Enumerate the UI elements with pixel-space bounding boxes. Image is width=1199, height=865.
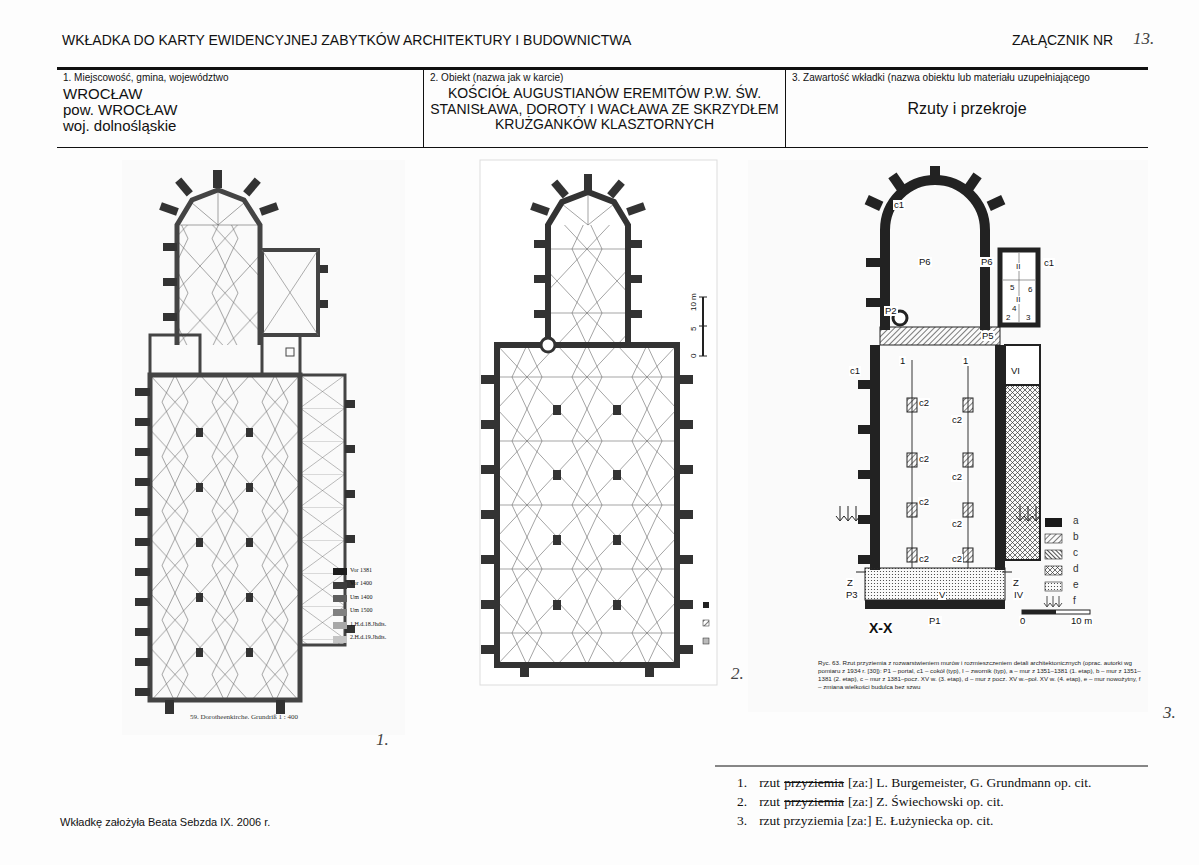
source-note: [za:] Z. Świechowski op. cit.: [848, 795, 1004, 810]
cell-value: pow. WROCŁAW: [63, 102, 417, 118]
plan-mark: c2: [951, 519, 963, 529]
table-cell: 1. Miejscowość, gmina, województwoWROCŁA…: [57, 68, 423, 148]
section-mark: X-X: [869, 621, 892, 635]
source-note: przyziemia: [784, 776, 844, 791]
plan-mark: VI: [1010, 366, 1021, 376]
detail-number: 3: [1026, 314, 1030, 322]
plan-mark: P1: [928, 616, 942, 626]
detail-number: II: [1016, 296, 1020, 304]
plan-mark: c2: [918, 398, 930, 408]
plan-mark: 1: [899, 356, 906, 366]
legend-swatch: [333, 609, 347, 616]
plan-mark: c2: [951, 554, 963, 564]
plan-mark: c2: [918, 497, 930, 507]
scale-mark: 5: [690, 327, 699, 331]
source-note: rzut przyziemia [za:] E. Łużyniecka op. …: [759, 814, 993, 829]
detail-number: 5: [1010, 284, 1014, 292]
table-cell: 3. Zawartość wkładki (nazwa obiektu lub …: [785, 68, 1148, 148]
source-note: 2.: [737, 795, 747, 810]
plan-mark: c1: [1043, 258, 1055, 268]
legend-text: 2.H.d.19.Jhdts.: [350, 634, 386, 640]
legend-text: f: [1073, 596, 1076, 606]
plan-mark: c1: [893, 200, 905, 210]
annex-label: ZAŁĄCZNIK NR: [1012, 33, 1113, 48]
source-note: [za:] L. Burgemeister, G. Grundmann op. …: [848, 776, 1091, 791]
handwritten-number: 13.: [1133, 30, 1154, 49]
legend-swatch: [333, 568, 347, 575]
legend-text: Vor 1400: [350, 580, 372, 586]
plan-mark: c1: [849, 366, 861, 376]
cell-heading: 1. Miejscowość, gmina, województwo: [63, 72, 417, 84]
legend-swatch: [1045, 518, 1062, 527]
table-cell: 2. Obiekt (nazwa jak w karcie) KOŚCIÓŁ AU…: [423, 68, 785, 148]
handwritten-number: 1.: [376, 731, 389, 750]
detail-number: 6: [1028, 286, 1032, 294]
plan-mark: 1: [962, 356, 969, 366]
plan-mark: 0: [1019, 616, 1026, 626]
cell-heading: 3. Zawartość wkładki (nazwa obiektu lub …: [792, 72, 1142, 84]
plan-mark: P6: [980, 257, 994, 267]
plan-mark: Z: [846, 578, 854, 588]
plan-mark: P3: [845, 590, 859, 600]
legend-text: Um 1500: [350, 607, 373, 613]
legend-text: 1.H.d.18.Jhdts.: [350, 621, 386, 627]
plan-mark: P5: [981, 331, 995, 341]
plan-caption: 59. Dorotheenkirche. Grundriß 1 : 400: [190, 714, 298, 722]
legend-text: Vor 1381: [350, 567, 372, 573]
plan-mark: P2: [884, 306, 898, 316]
plan-mark: c2: [918, 454, 930, 464]
plan-mark: c2: [951, 415, 963, 425]
plan-mark: V: [938, 590, 946, 600]
figure-caption: Ryc. 63. Rzut przyziemia z rozwarstwieni…: [818, 659, 1145, 691]
plan-mark: 10 m: [1070, 616, 1093, 626]
plan-mark: c2: [951, 472, 963, 482]
plan-mark: Z: [1012, 578, 1020, 588]
plan-mark: c2: [918, 554, 930, 564]
scale-mark: 0: [690, 354, 699, 358]
plan-mark: IV: [1013, 590, 1024, 600]
cell-value: WROCŁAW: [63, 86, 417, 102]
cell-value: KOŚCIÓŁ AUGUSTIANÓW EREMITÓW P.W. ŚW. ST…: [430, 86, 779, 133]
plan-mark: P6: [918, 257, 932, 267]
page-title: WKŁADKA DO KARTY EWIDENCYJNEJ ZABYTKÓW A…: [62, 33, 631, 48]
legend-text: Um 1400: [350, 594, 373, 600]
source-note: 3.: [737, 814, 747, 829]
legend-text: a: [1073, 516, 1079, 526]
cell-value: woj. dolnośląskie: [63, 118, 417, 134]
legend-text: d: [1073, 564, 1079, 574]
detail-number: 2: [1006, 314, 1010, 322]
scale-mark: 10 m: [690, 293, 699, 311]
handwritten-number: 2.: [731, 665, 744, 684]
cell-value: Rzuty i przekroje: [792, 100, 1142, 118]
author-note: Wkładkę założyła Beata Sebzda IX. 2006 r…: [60, 816, 270, 828]
source-note: 1.: [737, 776, 747, 791]
cell-heading: 2. Obiekt (nazwa jak w karcie): [430, 72, 779, 84]
handwritten-number: 3.: [1163, 704, 1176, 723]
legend-swatch: [333, 622, 347, 629]
legend-text: b: [1073, 532, 1079, 542]
legend-text: c: [1073, 548, 1078, 558]
source-note: rzut: [759, 776, 780, 791]
legend-swatch: [333, 636, 347, 643]
legend-swatch: [333, 595, 347, 602]
source-note: przyziemia: [784, 795, 844, 810]
legend-text: e: [1073, 580, 1079, 590]
source-note: rzut: [759, 795, 780, 810]
detail-number: II: [1016, 263, 1020, 271]
legend-swatch: [333, 582, 347, 589]
detail-number: 4: [1012, 305, 1016, 313]
